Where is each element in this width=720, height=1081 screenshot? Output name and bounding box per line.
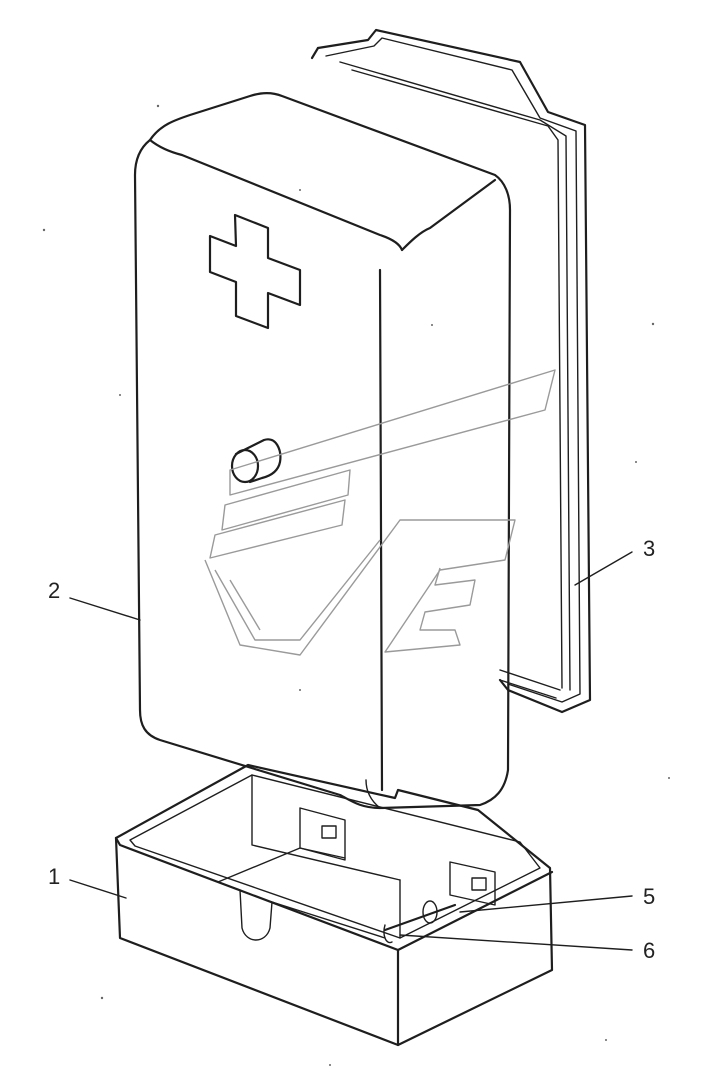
cabinet-knob	[230, 438, 282, 484]
part-2-cabinet-body	[133, 91, 512, 810]
leader-line-2	[69, 597, 141, 621]
part-3-back-tray	[310, 28, 592, 714]
watermark-logo-icon	[204, 369, 556, 656]
callout-2: 2	[48, 578, 60, 603]
medical-cross-icon	[208, 213, 302, 330]
part-1-base-tray	[114, 763, 554, 1047]
leader-line-1	[69, 879, 127, 899]
leader-lines	[69, 551, 633, 951]
scan-speckles	[42, 104, 670, 1066]
callout-1: 1	[48, 864, 60, 889]
callout-5: 5	[643, 884, 655, 909]
leader-line-6	[399, 934, 633, 951]
leader-line-3	[574, 551, 633, 586]
callout-6: 6	[643, 938, 655, 963]
callout-3: 3	[643, 536, 655, 561]
leader-line-5	[459, 895, 633, 913]
